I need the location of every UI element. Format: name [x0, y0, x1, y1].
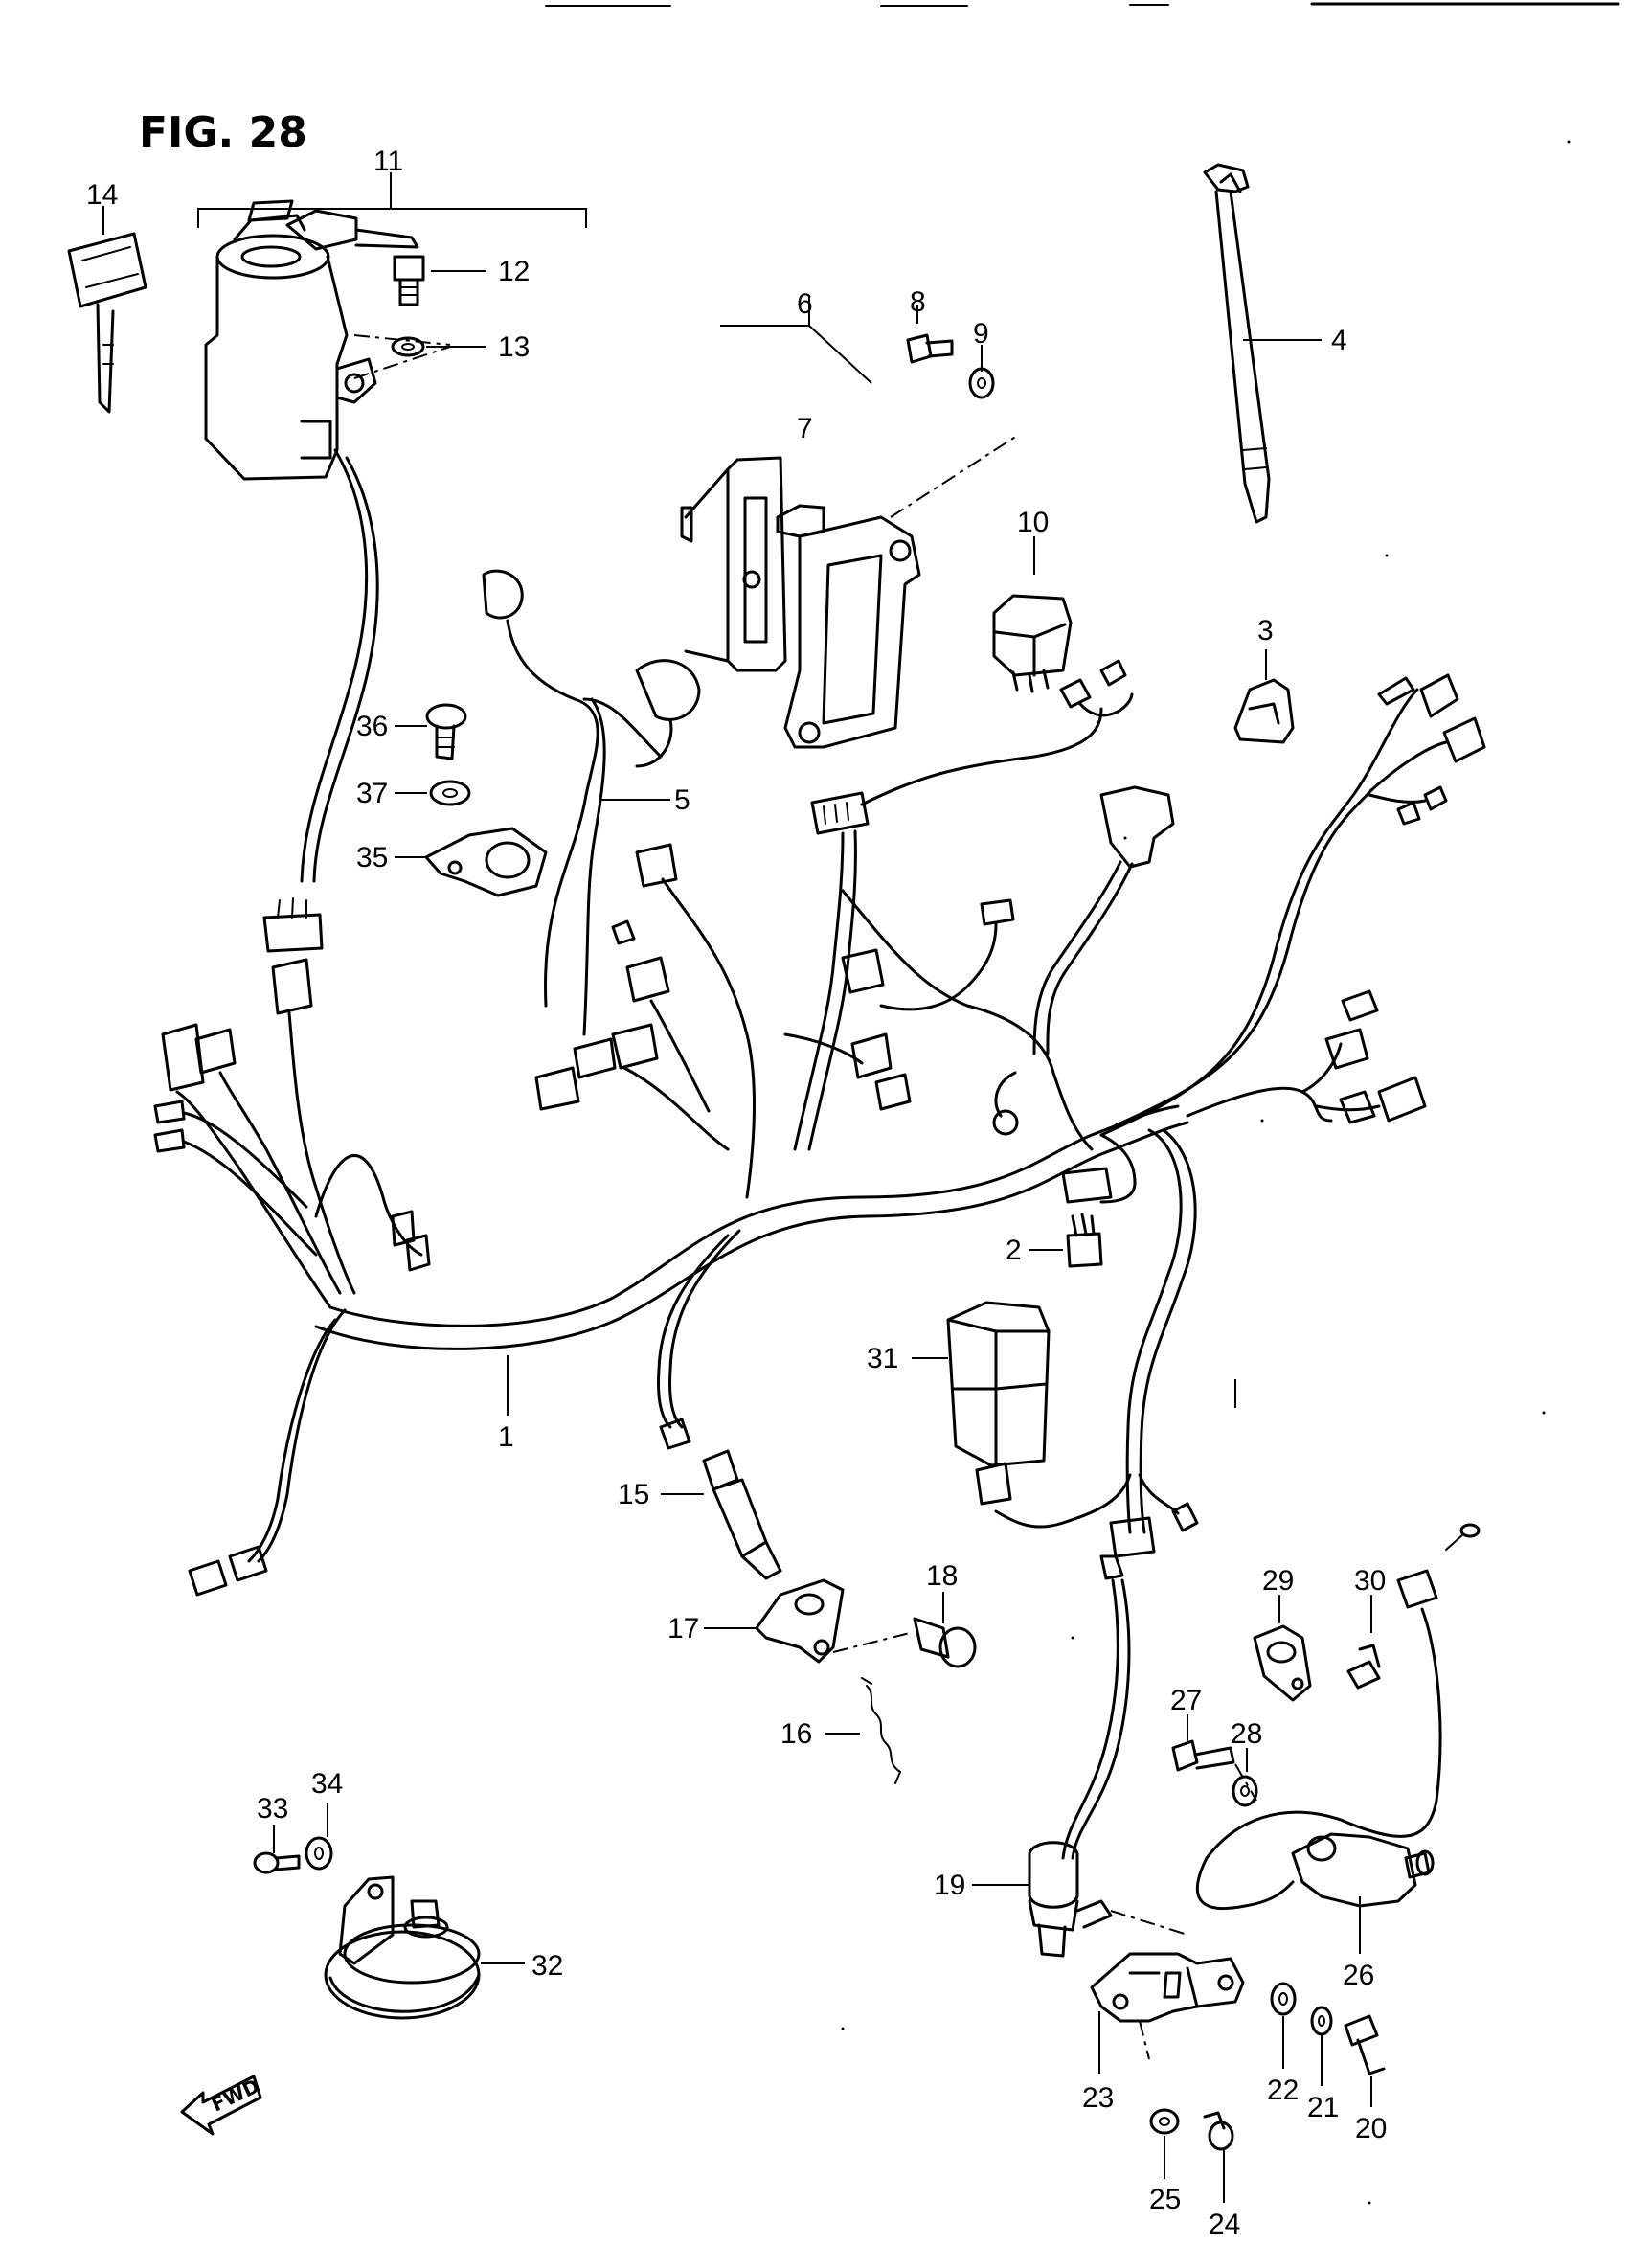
- callout-23: 23: [1082, 2082, 1114, 2114]
- main-harness-1-part: [153, 448, 1486, 1860]
- ignition-switch-part: [197, 172, 587, 481]
- clamp-29-part: [1253, 1595, 1312, 1702]
- switch-26-part: [1196, 1523, 1481, 1954]
- callout-9: 9: [973, 318, 989, 350]
- callout-labels: 1 2 3 4 5 6 7 8 9 10 11 12 13 14 15 16 1…: [86, 146, 1387, 2240]
- callout-35: 35: [356, 842, 388, 873]
- callout-34: 34: [311, 1768, 343, 1800]
- callout-10: 10: [1017, 507, 1049, 538]
- screw-20-part: [1344, 2014, 1386, 2107]
- callout-20: 20: [1355, 2113, 1387, 2144]
- callout-21: 21: [1307, 2092, 1339, 2123]
- callout-3: 3: [1257, 615, 1274, 646]
- clamp-35-part: [395, 827, 548, 897]
- callout-37: 37: [356, 778, 388, 809]
- bolt-18-part: [832, 1592, 977, 1668]
- callout-31: 31: [867, 1343, 898, 1374]
- washer-34-part: [305, 1803, 333, 1871]
- washer-9-part: [968, 345, 995, 399]
- washer-21-part: [1310, 2006, 1333, 2086]
- callout-17: 17: [667, 1613, 699, 1644]
- cable-tie-4-part: [1203, 163, 1322, 524]
- bolt-24-part: [1203, 2111, 1234, 2203]
- callout-24: 24: [1209, 2209, 1240, 2240]
- callout-33: 33: [257, 1793, 288, 1825]
- bolt-12-part: [393, 255, 486, 306]
- callout-5: 5: [674, 784, 690, 816]
- cdi-unit-part: [680, 297, 1018, 749]
- callout-29: 29: [1262, 1565, 1294, 1597]
- screw-8-part: [906, 305, 954, 364]
- forward-arrow-icon: FWD: [180, 2075, 263, 2136]
- sub-harness-5-part: [482, 569, 701, 1036]
- callout-27: 27: [1170, 1685, 1202, 1716]
- callout-22: 22: [1267, 2075, 1299, 2106]
- washer-37-part: [395, 780, 471, 806]
- scan-specks: [841, 140, 1571, 2205]
- bolt-33-part: [253, 1825, 301, 1874]
- callout-7: 7: [797, 413, 813, 444]
- callout-28: 28: [1231, 1718, 1262, 1750]
- callout-25: 25: [1149, 2184, 1181, 2215]
- switch-15-part: [661, 1449, 782, 1580]
- bolt-27-part: [1171, 1714, 1235, 1772]
- callout-36: 36: [356, 711, 388, 742]
- callout-11: 11: [373, 146, 403, 177]
- callout-19: 19: [934, 1870, 965, 1901]
- callout-12: 12: [498, 256, 530, 287]
- callout-26: 26: [1343, 1960, 1374, 1991]
- clamp-3-part: [1233, 649, 1295, 744]
- bracket-17-part: [704, 1578, 845, 1664]
- switch-19-part: [972, 1841, 1188, 1958]
- washer-22-part: [1270, 1982, 1297, 2069]
- spring-16-part: [825, 1677, 901, 1784]
- horn-32-part: [324, 1875, 525, 2020]
- callout-2: 2: [1006, 1235, 1022, 1266]
- callout-6: 6: [797, 288, 813, 320]
- callout-32: 32: [531, 1950, 563, 1982]
- callout-13: 13: [498, 331, 530, 363]
- callout-30: 30: [1354, 1565, 1386, 1597]
- scan-edge-lines: [545, 2, 1620, 7]
- relay-10-part: [992, 536, 1134, 717]
- washer-13-part: [391, 336, 486, 357]
- figure-title: FIG. 28: [139, 108, 307, 157]
- callout-15: 15: [618, 1479, 649, 1510]
- screw-30-part: [1346, 1595, 1381, 1690]
- screw-36-part: [395, 703, 467, 760]
- fuse-2-part: [1029, 1213, 1103, 1268]
- callout-18: 18: [926, 1560, 958, 1592]
- callout-1: 1: [498, 1421, 514, 1453]
- callout-14: 14: [86, 179, 118, 211]
- callout-8: 8: [910, 286, 926, 318]
- key-part: [67, 232, 147, 414]
- washer-25-part: [1149, 2108, 1180, 2179]
- callout-leaders: [102, 206, 1236, 1416]
- relay-31-part: [912, 1301, 1051, 1506]
- washer-28-part: [1232, 1748, 1258, 1807]
- callout-16: 16: [780, 1718, 812, 1750]
- bracket-23-part: [1090, 1952, 1245, 2074]
- callout-4: 4: [1331, 325, 1347, 356]
